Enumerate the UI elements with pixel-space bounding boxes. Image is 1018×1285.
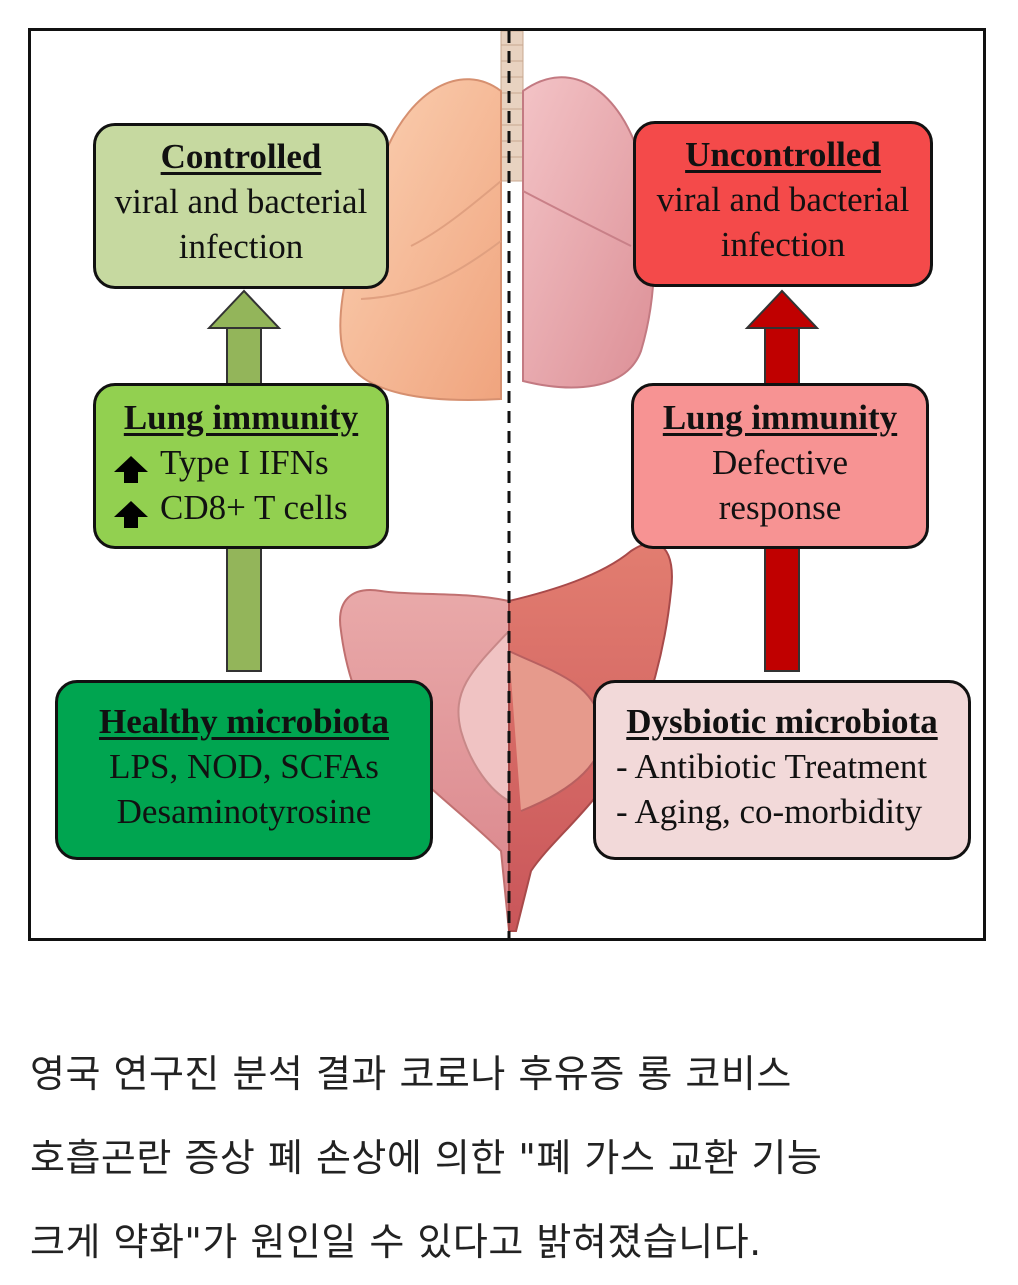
dysbiotic-line2: - Aging, co-morbidity bbox=[616, 792, 923, 831]
lung-immunity-left-heading: Lung immunity bbox=[123, 398, 359, 437]
ifn-label: Type I IFNs bbox=[160, 443, 329, 482]
healthy-microbiota-box: Healthy microbiota LPS, NOD, SCFAs Desam… bbox=[55, 680, 433, 860]
cd8-item: CD8+ T cells bbox=[114, 485, 386, 530]
lung-immunity-right-heading: Lung immunity bbox=[662, 398, 898, 437]
up-arrow-icon bbox=[114, 501, 148, 528]
defective-line1: Defective bbox=[711, 443, 849, 482]
lung-immunity-left-box: Lung immunity Type I IFNs CD8+ T cells bbox=[93, 383, 389, 549]
ifn-item: Type I IFNs bbox=[114, 440, 386, 485]
lung-immunity-right-box: Lung immunity Defective response bbox=[631, 383, 929, 549]
dysbiotic-line1: - Antibiotic Treatment bbox=[616, 747, 928, 786]
controlled-line2: infection bbox=[178, 227, 304, 266]
uncontrolled-line1: viral and bacterial bbox=[656, 180, 910, 219]
up-arrow-icon bbox=[114, 456, 148, 483]
uncontrolled-heading: Uncontrolled bbox=[685, 135, 881, 174]
defective-line2: response bbox=[718, 488, 842, 527]
caption-line1: 영국 연구진 분석 결과 코로나 후유증 롱 코비스 bbox=[30, 1052, 792, 1096]
healthy-line2: Desaminotyrosine bbox=[116, 792, 372, 831]
figure: Controlled viral and bacterial infection… bbox=[28, 28, 986, 941]
controlled-line1: viral and bacterial bbox=[114, 182, 368, 221]
healthy-line1: LPS, NOD, SCFAs bbox=[109, 747, 379, 786]
controlled-infection-box: Controlled viral and bacterial infection bbox=[93, 123, 389, 289]
caption-line2: 호흡곤란 증상 폐 손상에 의한 "폐 가스 교환 기능 bbox=[30, 1136, 823, 1180]
uncontrolled-infection-box: Uncontrolled viral and bacterial infecti… bbox=[633, 121, 933, 287]
cd8-label: CD8+ T cells bbox=[160, 488, 348, 527]
controlled-heading: Controlled bbox=[160, 137, 322, 176]
dysbiotic-microbiota-heading: Dysbiotic microbiota bbox=[626, 702, 938, 741]
caption-text: 영국 연구진 분석 결과 코로나 후유증 롱 코비스 호흡곤란 증상 폐 손상에… bbox=[30, 1032, 990, 1284]
uncontrolled-line2: infection bbox=[720, 225, 846, 264]
dysbiotic-microbiota-box: Dysbiotic microbiota - Antibiotic Treatm… bbox=[593, 680, 971, 860]
caption-line3: 크게 약화"가 원인일 수 있다고 밝혀졌습니다. bbox=[30, 1220, 762, 1264]
healthy-microbiota-heading: Healthy microbiota bbox=[98, 702, 389, 741]
